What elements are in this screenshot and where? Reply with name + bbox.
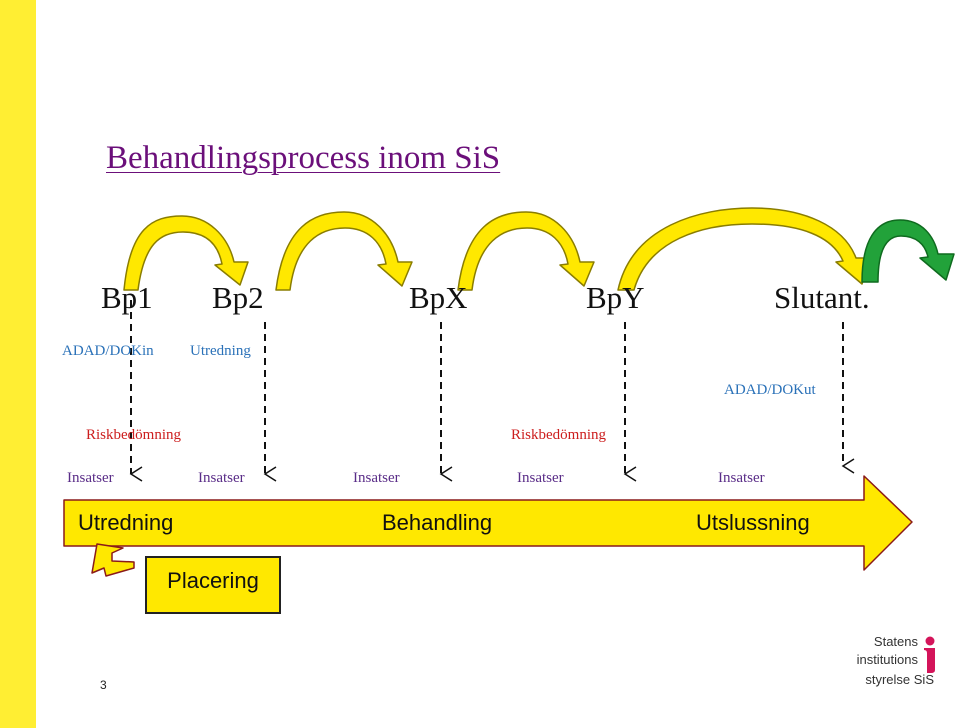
hop-arrow-bpy-slutant [617,207,871,291]
page-number: 3 [100,678,107,692]
logo-line-institutions: institutions [856,652,918,667]
phase-utslussning: Utslussning [696,510,810,535]
hop-arrow-bp2-bpx [275,211,413,291]
final-green-arrow [861,219,955,283]
hop-arrow-bp1-bp2 [123,215,249,291]
sidebar-stripe [0,0,36,728]
hop-arrow-bpx-bpy [457,211,595,291]
label-utredning-small: Utredning [190,343,251,359]
milestone-bp2: Bp2 [212,280,264,315]
placering-label: Placering [167,568,259,593]
milestone-slutant: Slutant. [774,280,870,315]
process-arrow [63,475,913,571]
logo-line-statens: Statens [873,634,918,649]
logo-line-styrelse: styrelse SiS [865,672,934,687]
logo-i-icon [924,636,935,673]
sis-logo: Statens institutions styrelse SiS [848,634,944,698]
label-riskbedomning-1: Riskbedömning [86,427,182,443]
label-insatser-4: Insatser [517,470,564,486]
page-title: Behandlingsprocess inom SiS [106,140,501,176]
phase-utredning: Utredning [78,510,174,535]
milestone-bp1: Bp1 [101,280,153,315]
label-insatser-1: Insatser [67,470,114,486]
label-insatser-5: Insatser [718,470,765,486]
label-riskbedomning-2: Riskbedömning [511,427,607,443]
feedback-arrow [91,543,135,577]
label-adad-dokut: ADAD/DOKut [724,382,816,398]
phase-behandling: Behandling [382,510,493,535]
milestone-bpy: BpY [586,280,645,315]
milestone-bpx: BpX [409,280,468,315]
label-adad-dokin: ADAD/DOKin [62,343,154,359]
label-insatser-2: Insatser [198,470,245,486]
placering-box [145,556,281,614]
label-insatser-3: Insatser [353,470,400,486]
